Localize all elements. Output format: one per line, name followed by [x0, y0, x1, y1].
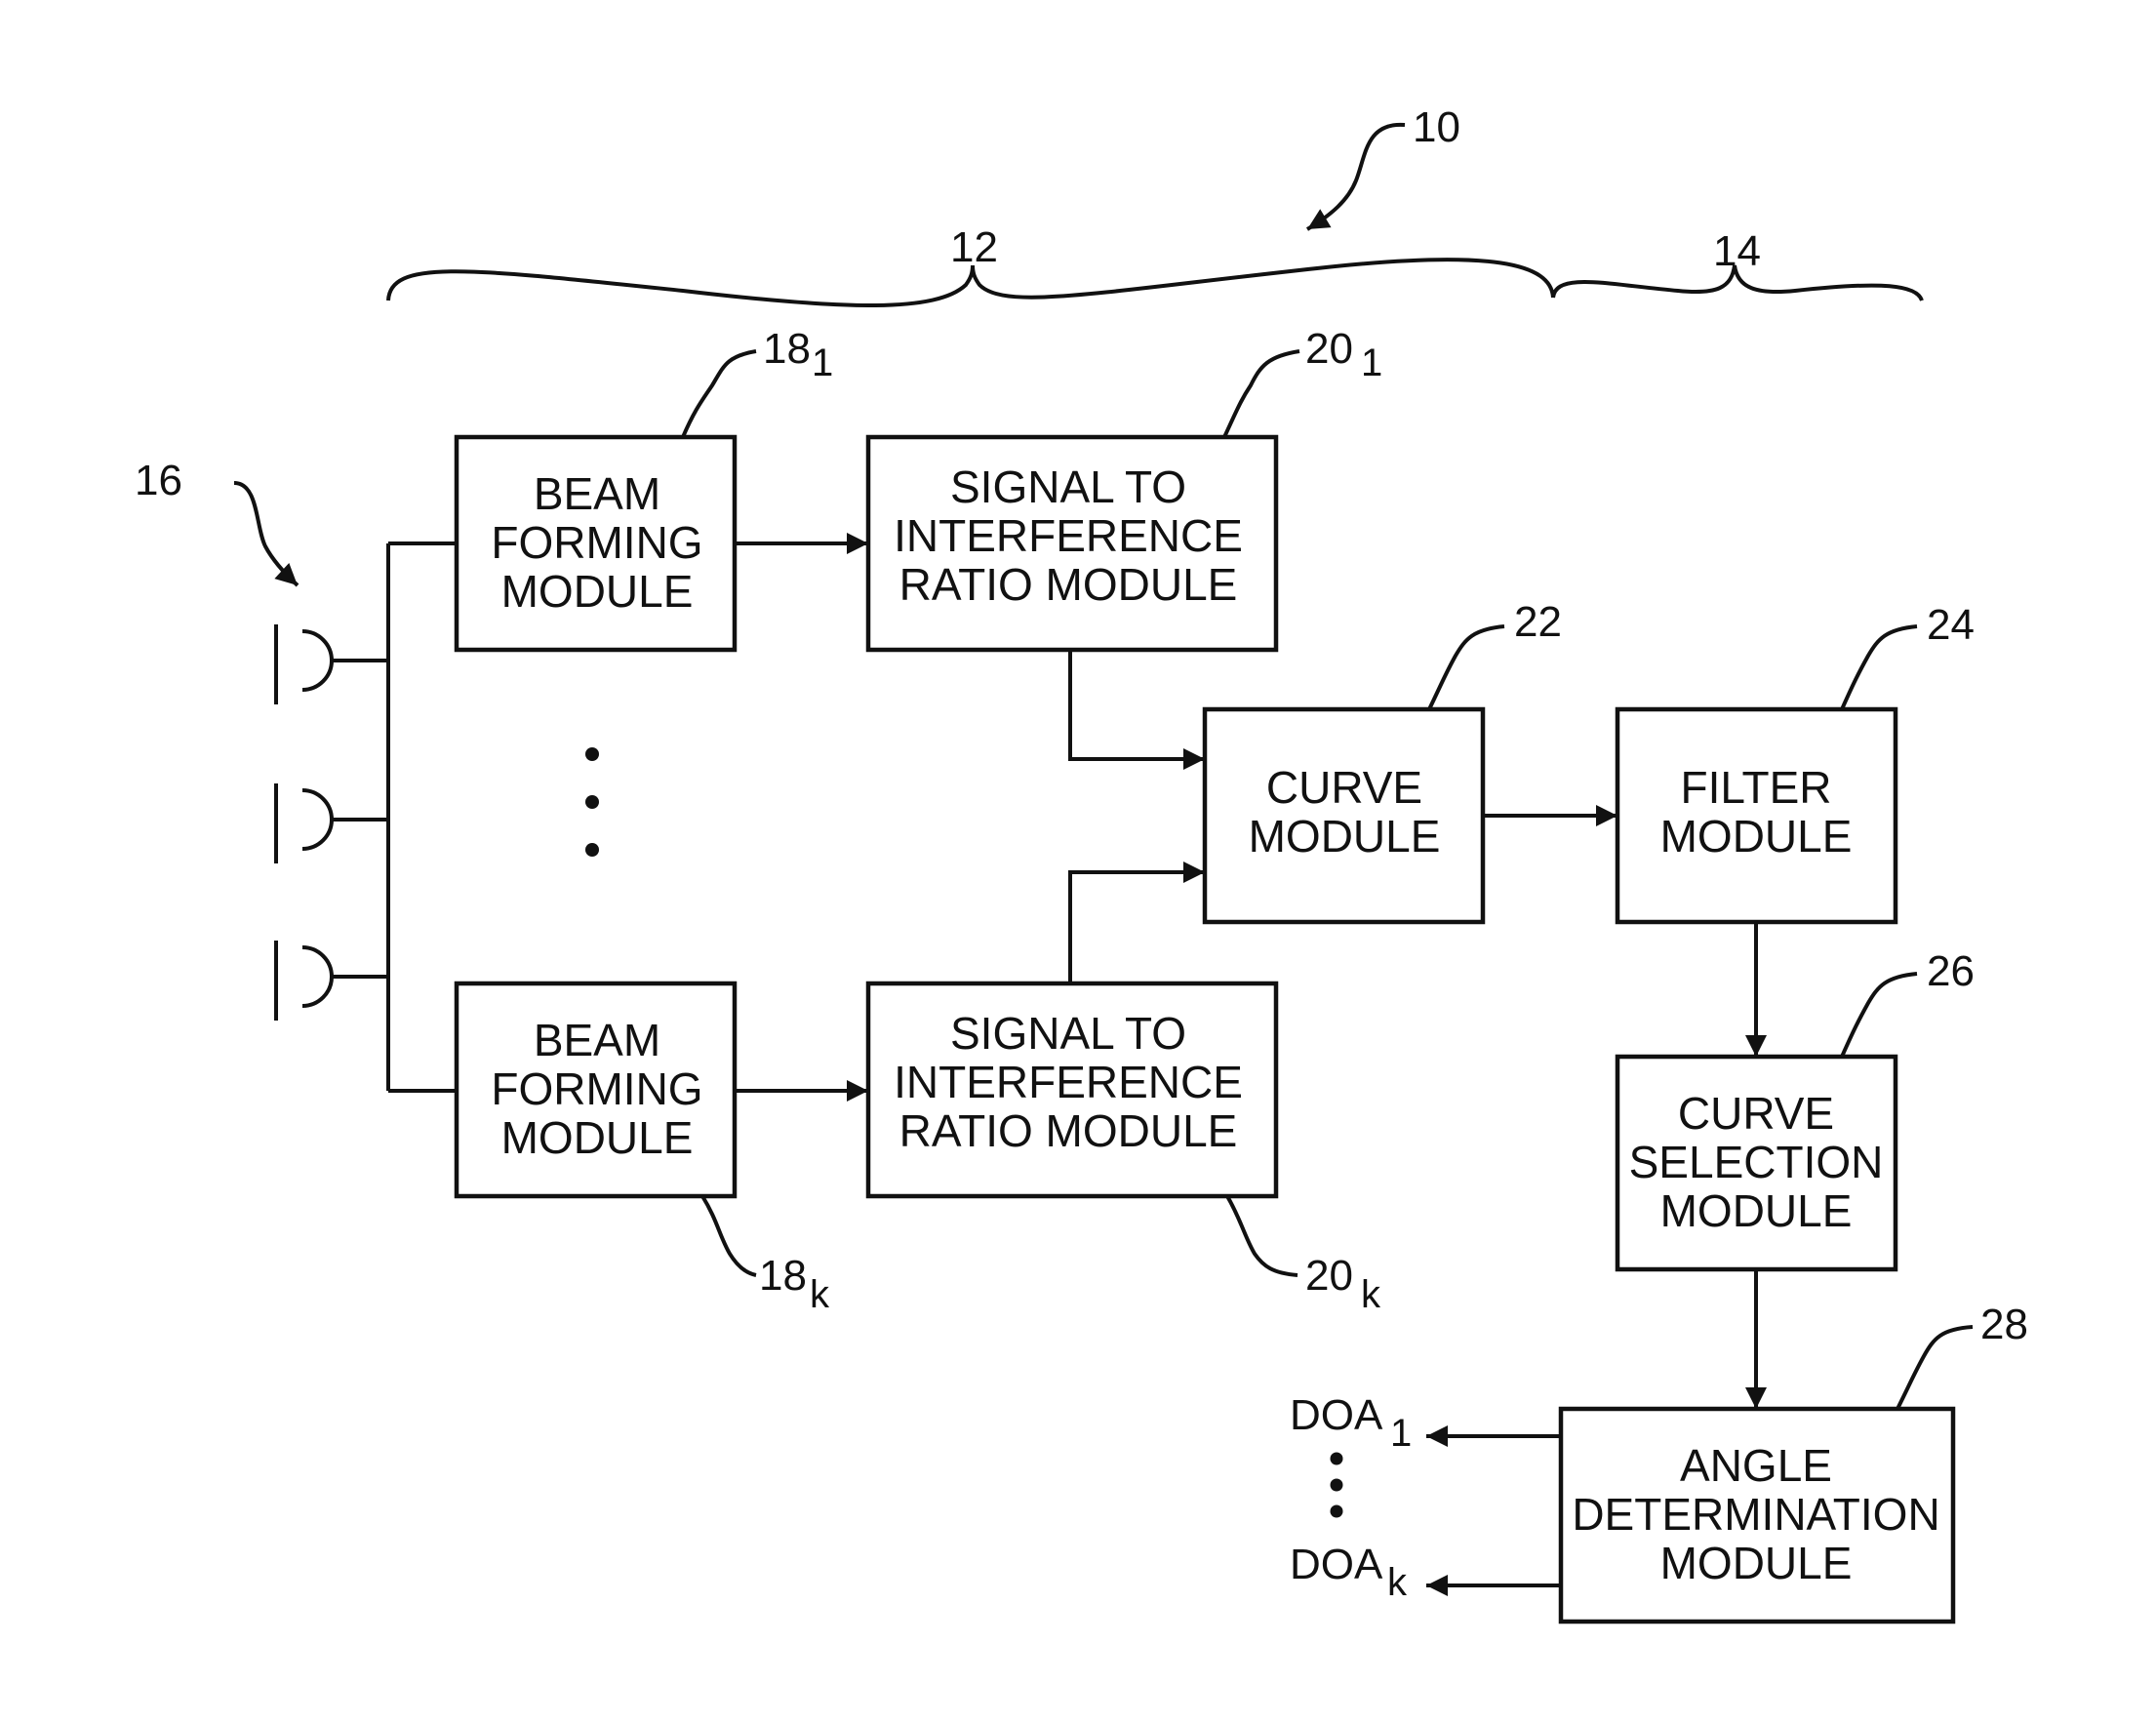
ref-sirk: 20 — [1305, 1252, 1353, 1300]
sir-module-k: SIGNAL TO INTERFERENCE RATIO MODULE — [868, 983, 1276, 1196]
block-label: FORMING — [491, 517, 702, 568]
ref-system: 10 — [1307, 103, 1460, 229]
beam-forming-module-k: BEAM FORMING MODULE — [457, 983, 735, 1196]
ref-bf1-sub: 1 — [812, 341, 833, 384]
ref-sir1: 20 — [1305, 325, 1353, 373]
microphone-icon — [276, 941, 388, 1021]
microphone-icon — [276, 624, 388, 704]
microphone-icon — [276, 783, 388, 863]
angle-determination-module: ANGLE DETERMINATION MODULE — [1561, 1409, 1953, 1622]
block-label: RATIO MODULE — [899, 1105, 1238, 1156]
ref-bfk: 18 — [759, 1252, 807, 1300]
ref-curve: 22 — [1514, 598, 1562, 646]
curve-module: CURVE MODULE — [1205, 709, 1483, 922]
leader-angle — [1897, 1327, 1973, 1409]
block-label: FILTER — [1680, 762, 1831, 813]
leader-bf1 — [683, 351, 756, 437]
ref-bf1: 18 — [763, 325, 811, 373]
ref-mics: 16 — [135, 457, 182, 504]
leader-bfk — [702, 1196, 756, 1275]
arrow-sir1-to-curve — [1070, 650, 1205, 759]
block-label: MODULE — [1660, 1185, 1853, 1236]
ref-group-b: 14 — [1713, 227, 1761, 275]
block-label: RATIO MODULE — [899, 559, 1238, 610]
brace-group: 12 14 — [388, 223, 1922, 305]
block-label: INTERFERENCE — [894, 510, 1243, 561]
leader-curve — [1429, 626, 1504, 709]
curve-selection-module: CURVE SELECTION MODULE — [1617, 1057, 1896, 1269]
ref-sirk-sub: k — [1361, 1273, 1381, 1316]
block-label: FORMING — [491, 1063, 702, 1114]
block-label: BEAM — [534, 468, 660, 519]
beam-forming-module-1: BEAM FORMING MODULE — [457, 437, 735, 650]
block-label: ANGLE — [1680, 1440, 1832, 1491]
leader-sirk — [1227, 1196, 1298, 1275]
block-label: INTERFERENCE — [894, 1057, 1243, 1107]
ref-system-label: 10 — [1413, 103, 1460, 151]
block-label: BEAM — [534, 1015, 660, 1065]
block-label: SELECTION — [1629, 1137, 1884, 1187]
ref-sir1-sub: 1 — [1361, 341, 1382, 384]
ellipsis — [585, 747, 599, 857]
output-doak: DOA — [1290, 1541, 1383, 1588]
leader-selection — [1842, 974, 1917, 1057]
block-label: MODULE — [501, 566, 694, 617]
ref-angle: 28 — [1980, 1301, 2028, 1348]
leader-sir1 — [1224, 351, 1299, 437]
block-label: MODULE — [1249, 811, 1441, 862]
ref-filter: 24 — [1927, 601, 1975, 649]
filter-module: FILTER MODULE — [1617, 709, 1896, 922]
output-doa1-sub: 1 — [1390, 1412, 1412, 1455]
block-label: CURVE — [1266, 762, 1422, 813]
block-label: MODULE — [501, 1112, 694, 1163]
ref-group-a: 12 — [950, 223, 998, 271]
block-label: MODULE — [1660, 1538, 1853, 1588]
sir-module-1: SIGNAL TO INTERFERENCE RATIO MODULE — [868, 437, 1276, 650]
block-label: DETERMINATION — [1572, 1489, 1939, 1540]
ref-selection: 26 — [1927, 947, 1975, 995]
block-label: SIGNAL TO — [950, 1008, 1186, 1059]
block-label: CURVE — [1678, 1088, 1834, 1139]
output-doa1: DOA — [1290, 1391, 1383, 1439]
arrow-sirk-to-curve — [1070, 872, 1205, 983]
leader-filter — [1842, 626, 1917, 709]
ref-bfk-sub: k — [810, 1273, 830, 1316]
block-label: SIGNAL TO — [950, 461, 1186, 512]
output-ellipsis — [1331, 1453, 1343, 1518]
microphone-array: 16 — [135, 457, 388, 1021]
output-doak-sub: k — [1387, 1561, 1408, 1604]
block-label: MODULE — [1660, 811, 1853, 862]
